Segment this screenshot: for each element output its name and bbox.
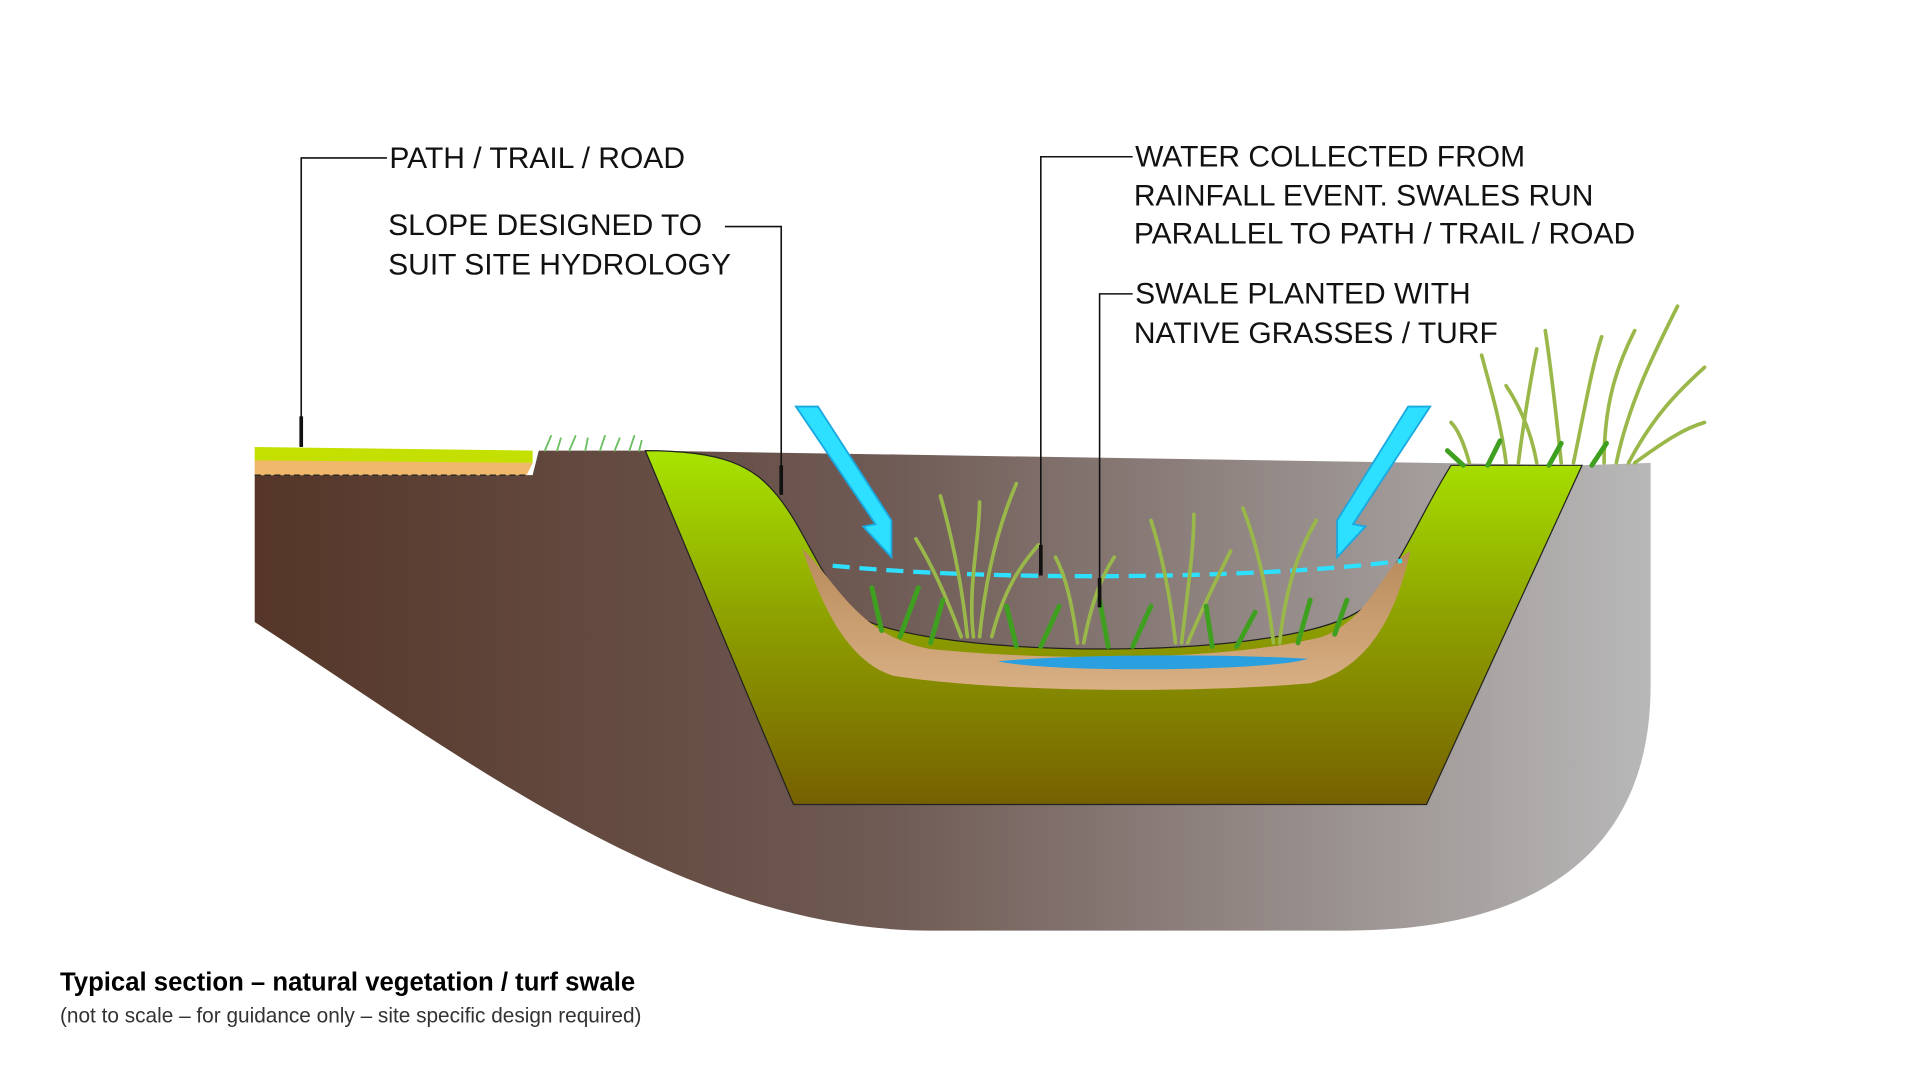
swale-fill [644,449,1583,806]
label-water-line-1: WATER COLLECTED FROM [1135,141,1525,174]
label-slope-line-2: SUIT SITE HYDROLOGY [388,248,731,281]
design-water-level [832,558,1403,579]
path-surface [254,446,533,463]
label-swale-line-2: NATIVE GRASSES / TURF [1134,317,1498,350]
rainfall-arrow-left-icon [794,405,893,560]
leader-lines [299,155,1133,608]
caption-title: Typical section – natural vegetation / t… [60,969,635,997]
rainfall-arrow-right-icon [1336,405,1432,560]
path-base [254,460,533,476]
label-path-trail-road: PATH / TRAIL / ROAD [389,142,685,175]
label-water-line-2: RAINFALL EVENT. SWALES RUN [1134,180,1594,213]
caption-note: (not to scale – for guidance only – site… [60,1004,641,1027]
pooled-water [997,655,1308,670]
swale-sand-layer [802,548,1411,690]
label-slope-line-1: SLOPE DESIGNED TO [388,209,702,242]
native-grasses [543,304,1707,649]
label-water-line-3: PARALLEL TO PATH / TRAIL / ROAD [1134,218,1635,251]
label-swale-line-1: SWALE PLANTED WITH [1135,278,1471,311]
